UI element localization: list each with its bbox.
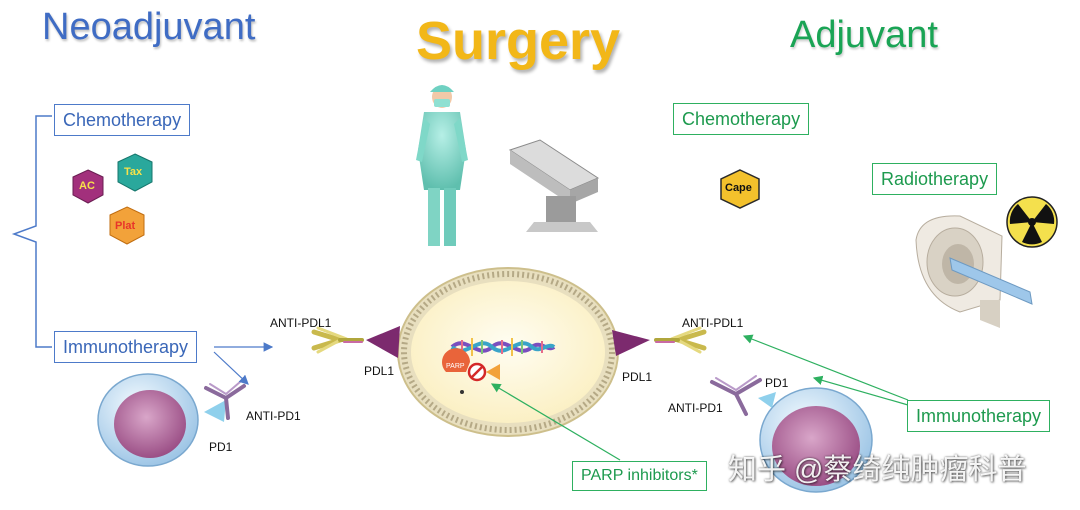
neoadjuvant-chemotherapy-box: Chemotherapy [54,104,191,136]
plat-drug-hexagon [109,206,145,245]
watermark-text: 知乎 @蔡绮纯肿瘤科普 [728,454,1027,486]
arrow-immuno-to-antipd1-right [812,375,909,406]
adjuvant-immunotherapy-box: Immunotherapy [907,400,1051,432]
operating-table [508,139,600,232]
plat-drug-label: Plat [115,220,136,232]
arrow-immuno-to-antipd1-left [213,351,249,385]
parp-enzyme-shape [442,348,470,372]
parp-inhibitor-wedge [486,364,500,380]
dna-helix [450,338,556,356]
pdl1-triangle-left [366,326,400,358]
pdl1-label-left: PDL1 [364,364,395,378]
neoadjuvant-bracket [11,115,52,348]
neoadjuvant-heading: Neoadjuvant [42,6,256,48]
tax-drug-hexagon [117,153,153,192]
parp-inhibitors-box: PARP inhibitors* [572,461,707,491]
pd1-label-right: PD1 [765,376,789,390]
anti-pdl1-antibody-right [654,326,707,354]
anti-pdl1-antibody-left [311,326,364,354]
pd1-receptor-left [204,400,226,422]
surgery-heading: Surgery [416,11,621,71]
adjuvant-heading: Adjuvant [790,14,938,56]
radiation-hazard-symbol [1006,196,1058,248]
t-cell-right [759,387,873,493]
anti-pd1-antibody-right [710,375,762,416]
pd1-label-left: PD1 [209,440,233,454]
ac-drug-hexagon [72,169,104,204]
anti-pdl1-label-left: ANTI-PDL1 [270,316,332,330]
tax-drug-label: Tax [124,166,143,178]
arrow-parp-to-enzyme [490,383,621,461]
adjuvant-chemotherapy-box: Chemotherapy [673,103,810,135]
pd1-receptor-right [758,392,776,408]
t-cell-left [97,373,199,467]
neoadjuvant-immunotherapy-box: Immunotherapy [54,331,198,363]
parp-enzyme-label: PARP [446,363,465,370]
anti-pd1-label-right: ANTI-PD1 [668,401,723,415]
cape-drug-label: Cape [725,182,752,194]
surgeon-figure [416,85,468,246]
adjuvant-radiotherapy-box: Radiotherapy [872,163,998,195]
pdl1-label-right: PDL1 [622,370,653,384]
ac-drug-label: AC [79,180,95,192]
arrow-immuno-to-antipdl1-right [742,334,909,401]
cape-drug-hexagon [720,169,760,209]
anti-pd1-label-left: ANTI-PD1 [246,409,301,423]
pdl1-triangle-right [612,330,650,356]
anti-pdl1-label-right: ANTI-PDL1 [682,316,744,330]
radiotherapy-machine [915,215,1033,328]
anti-pd1-antibody-left [204,381,246,420]
tumor-cell [397,267,619,437]
